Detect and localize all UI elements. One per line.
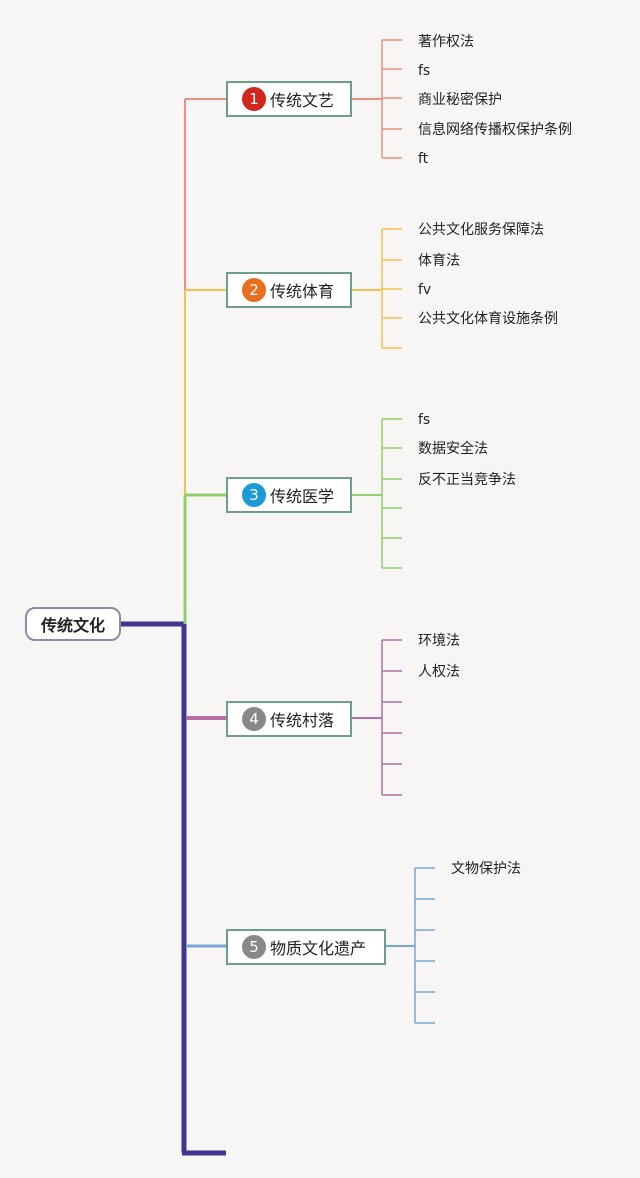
- root-node[interactable]: 传统文化: [25, 607, 121, 641]
- leaf-item[interactable]: 反不正当竞争法: [418, 472, 516, 488]
- leaf-item[interactable]: 人权法: [418, 664, 460, 680]
- topic-node-5[interactable]: 5 物质文化遗产: [226, 929, 386, 965]
- leaf-item[interactable]: 公共文化服务保障法: [418, 222, 544, 238]
- topic-node-1[interactable]: 1 传统文艺: [226, 81, 352, 117]
- leaf-item[interactable]: 信息网络传播权保护条例: [418, 122, 572, 138]
- leaf-item[interactable]: 著作权法: [418, 34, 474, 50]
- topic-label: 传统医学: [270, 487, 335, 506]
- leaf-item[interactable]: fs: [418, 63, 431, 79]
- leaf-item[interactable]: fs: [418, 412, 431, 428]
- leaf-item[interactable]: 体育法: [418, 253, 460, 269]
- topic-label: 物质文化遗产: [270, 939, 367, 958]
- number-4-icon: 4: [242, 707, 266, 731]
- leaf-item[interactable]: fv: [418, 282, 432, 298]
- number-1-icon: 1: [242, 87, 266, 111]
- topic-label: 传统文艺: [270, 91, 335, 110]
- topic-label: 传统村落: [270, 711, 335, 730]
- topic-node-3[interactable]: 3 传统医学: [226, 477, 352, 513]
- number-5-icon: 5: [242, 935, 266, 959]
- number-2-icon: 2: [242, 278, 266, 302]
- leaf-item[interactable]: ft: [418, 151, 429, 167]
- number-3-icon: 3: [242, 483, 266, 507]
- leaf-item[interactable]: 公共文化体育设施条例: [418, 311, 558, 327]
- topic-node-4[interactable]: 4 传统村落: [226, 701, 352, 737]
- root-label: 传统文化: [40, 616, 105, 635]
- leaf-item[interactable]: 数据安全法: [418, 441, 488, 457]
- leaf-item[interactable]: 文物保护法: [451, 861, 521, 877]
- leaf-item[interactable]: 环境法: [418, 633, 460, 649]
- topic-label: 传统体育: [270, 282, 335, 301]
- leaf-item[interactable]: 商业秘密保护: [418, 92, 502, 108]
- topic-node-2[interactable]: 2 传统体育: [226, 272, 352, 308]
